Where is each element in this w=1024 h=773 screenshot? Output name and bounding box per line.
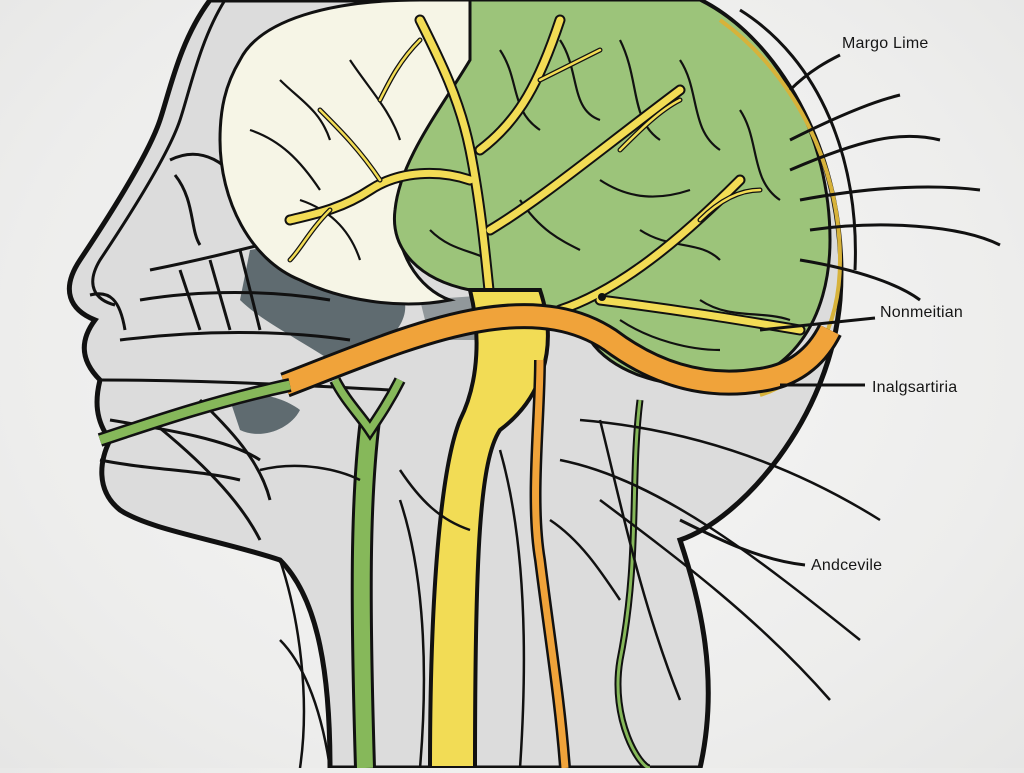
neck-nerve-web (259, 418, 881, 769)
label-leader-lines (679, 53, 1001, 567)
diagram-label: Inalgsartiria (872, 379, 958, 396)
nerve-tree (284, 14, 806, 336)
face-bone-lines (89, 152, 391, 541)
nerve-node (598, 293, 606, 301)
diagram-label: Margo Lime (842, 35, 929, 52)
green-vessel (97, 377, 652, 772)
brain-gyri (249, 39, 791, 352)
diagram-label: Andcevile (811, 557, 883, 574)
orange-vessel (280, 303, 842, 769)
diagram-label: Nonmeitian (880, 304, 963, 321)
